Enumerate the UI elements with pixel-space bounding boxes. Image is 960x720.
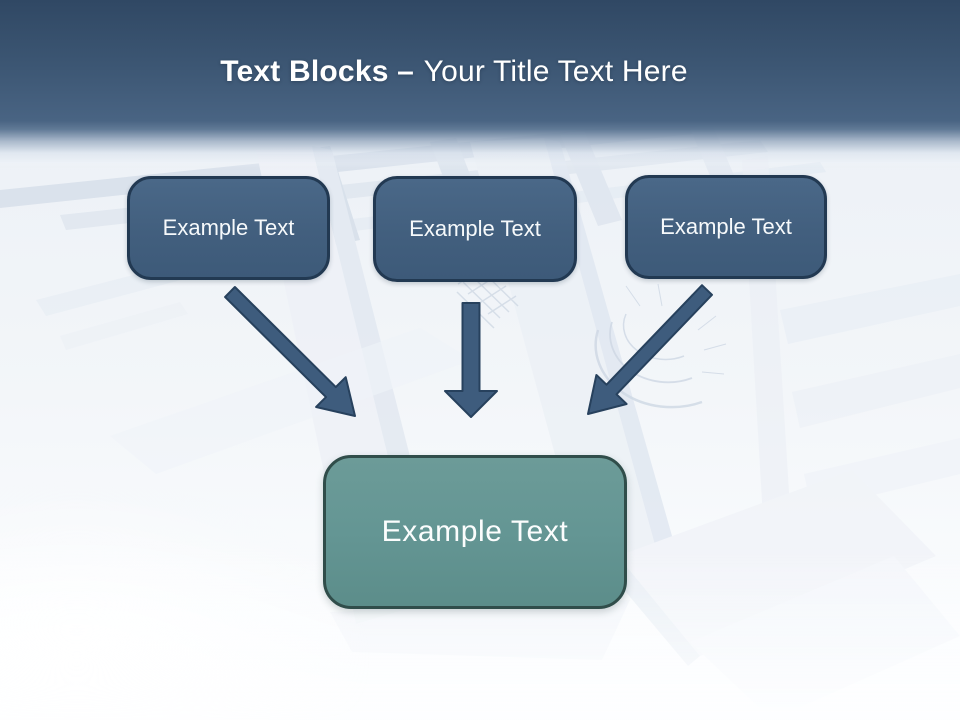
- title-regular-text: Your Title Text Here: [423, 55, 688, 88]
- summary-block: Example Text: [323, 455, 627, 609]
- text-block-3-label: Example Text: [660, 214, 792, 239]
- title-banner: Text Blocks –Your Title Text Here: [0, 0, 960, 170]
- title-bold-text: Text Blocks –: [220, 55, 415, 88]
- text-block-2: Example Text: [373, 176, 577, 282]
- text-block-3: Example Text: [625, 175, 827, 279]
- text-block-2-label: Example Text: [409, 216, 541, 241]
- summary-block-label: Example Text: [381, 515, 569, 548]
- slide-title: Text Blocks –Your Title Text Here: [0, 55, 934, 89]
- text-block-1-label: Example Text: [162, 215, 295, 240]
- text-block-1: Example Text: [127, 176, 330, 280]
